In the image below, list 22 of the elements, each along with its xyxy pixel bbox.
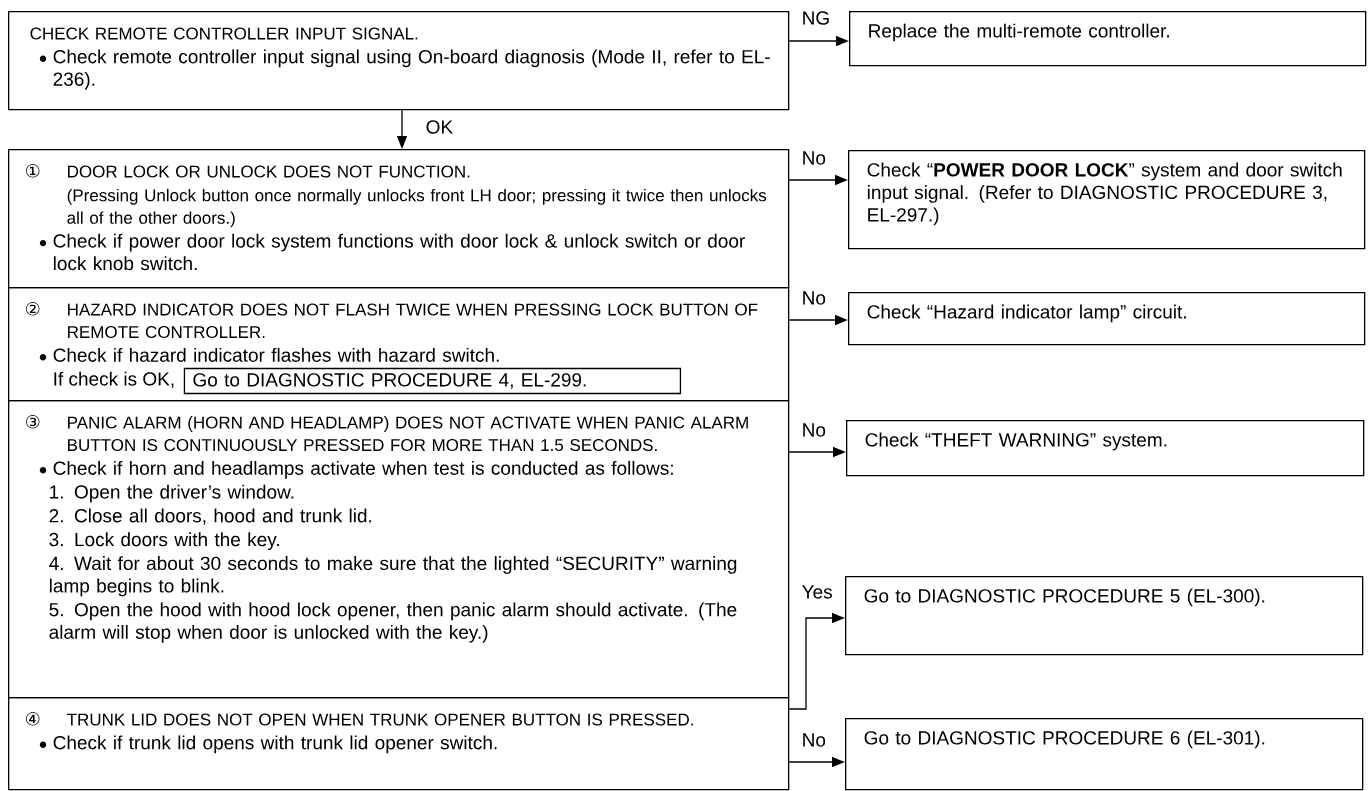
check-box: ④ TRUNK LID DOES NOT OPEN WHEN TRUNK OPENER BUTTON IS PRESSED. Check if trunk lid opens with trunk lid opener switch. [8, 697, 790, 791]
result-box: Replace the multi-remote controller. [849, 11, 1367, 67]
result-box: Check “Hazard indicator lamp” circuit. [848, 292, 1366, 346]
result-box: Go to DIAGNOSTIC PROCEDURE 5 (EL-300). [845, 576, 1364, 656]
edge-label: OK [424, 119, 455, 135]
node-label: HAZARD INDICATOR DOES NOT FLASH TWICE WHEN PRESSING LOCK BUTTON OF REMOTE CONTROLLER. [68, 303, 758, 339]
edge-label: No [800, 150, 827, 166]
edge-label: Yes [800, 584, 834, 600]
node-label: ② [25, 302, 40, 316]
result-box: Check “POWER DOOR LOCK” system and door switch input signal. (Refer to DIAGNOSTIC PROCEDURE 3, EL-297.) [848, 150, 1366, 250]
procedure-box: Go to DIAGNOSTIC PROCEDURE 4, EL-299. [183, 367, 682, 395]
edge-label: NG [800, 10, 832, 26]
node-label: Check if hazard indicator flashes with hazard switch. [53, 347, 499, 362]
result-box: Check “THEFT WARNING” system. [846, 420, 1365, 477]
edge-label: No [800, 732, 827, 748]
check-box: ① DOOR LOCK OR UNLOCK DOES NOT FUNCTION. (Pressing Unlock button once normally unlocks front LH door; pressing it twice then unlocks all of the other doors.) Check if power door lock system functions with door lock & unlock switch or door lock knob switch. [8, 149, 790, 289]
node-label: If check is OK, [54, 371, 174, 388]
edge-label: No [800, 422, 827, 438]
result-box: Go to DIAGNOSTIC PROCEDURE 6 (EL-301). [845, 718, 1364, 791]
edge-label: No [800, 290, 827, 306]
check-box: CHECK REMOTE CONTROLLER INPUT SIGNAL. Check remote controller input signal using On-board diagnosis (Mode II, refer to EL-236). [8, 11, 790, 111]
check-box: ③ PANIC ALARM (HORN AND HEADLAMP) DOES NOT ACTIVATE WHEN PANIC ALARM BUTTON IS CONTINUOUSLY PRESSED FOR MORE THAN 1.5 SECONDS. Check if horn and headlamps activate when test is conducted as follows: 1. Open the driver’s window. 2. Close all doors, hood and trunk lid. 3. Lock doors with the key. 4. Wait for about 30 seconds to make sure that the lighted “SECURITY” warning lamp begins to blink. 5. Open the hood with hood lock opener, then panic alarm should activate. (The alarm will stop when door is unlocked with the key.) [8, 400, 790, 699]
